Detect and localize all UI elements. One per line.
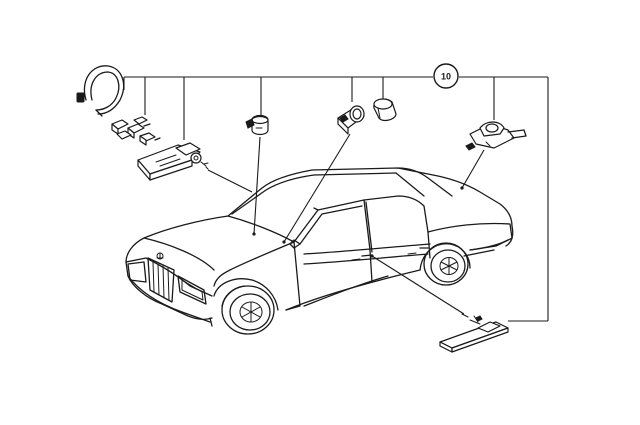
interior-lamp-socket-part bbox=[245, 114, 269, 236]
connector-plugs-part bbox=[111, 116, 161, 146]
trunk-lamp-part bbox=[460, 121, 527, 190]
callout-bracket bbox=[123, 76, 549, 322]
lens-cap-part bbox=[373, 98, 397, 122]
door-switch-bracket-part bbox=[137, 142, 253, 193]
callout-bubble: 10 bbox=[433, 63, 459, 89]
courtesy-lamp-part bbox=[370, 254, 509, 353]
front-wheel bbox=[221, 285, 275, 335]
callout-number: 10 bbox=[441, 72, 451, 82]
strap-part bbox=[76, 65, 125, 117]
bulb-holder-part bbox=[282, 105, 365, 244]
rear-wheel bbox=[423, 242, 469, 286]
sedan-car-illustration bbox=[125, 167, 514, 327]
